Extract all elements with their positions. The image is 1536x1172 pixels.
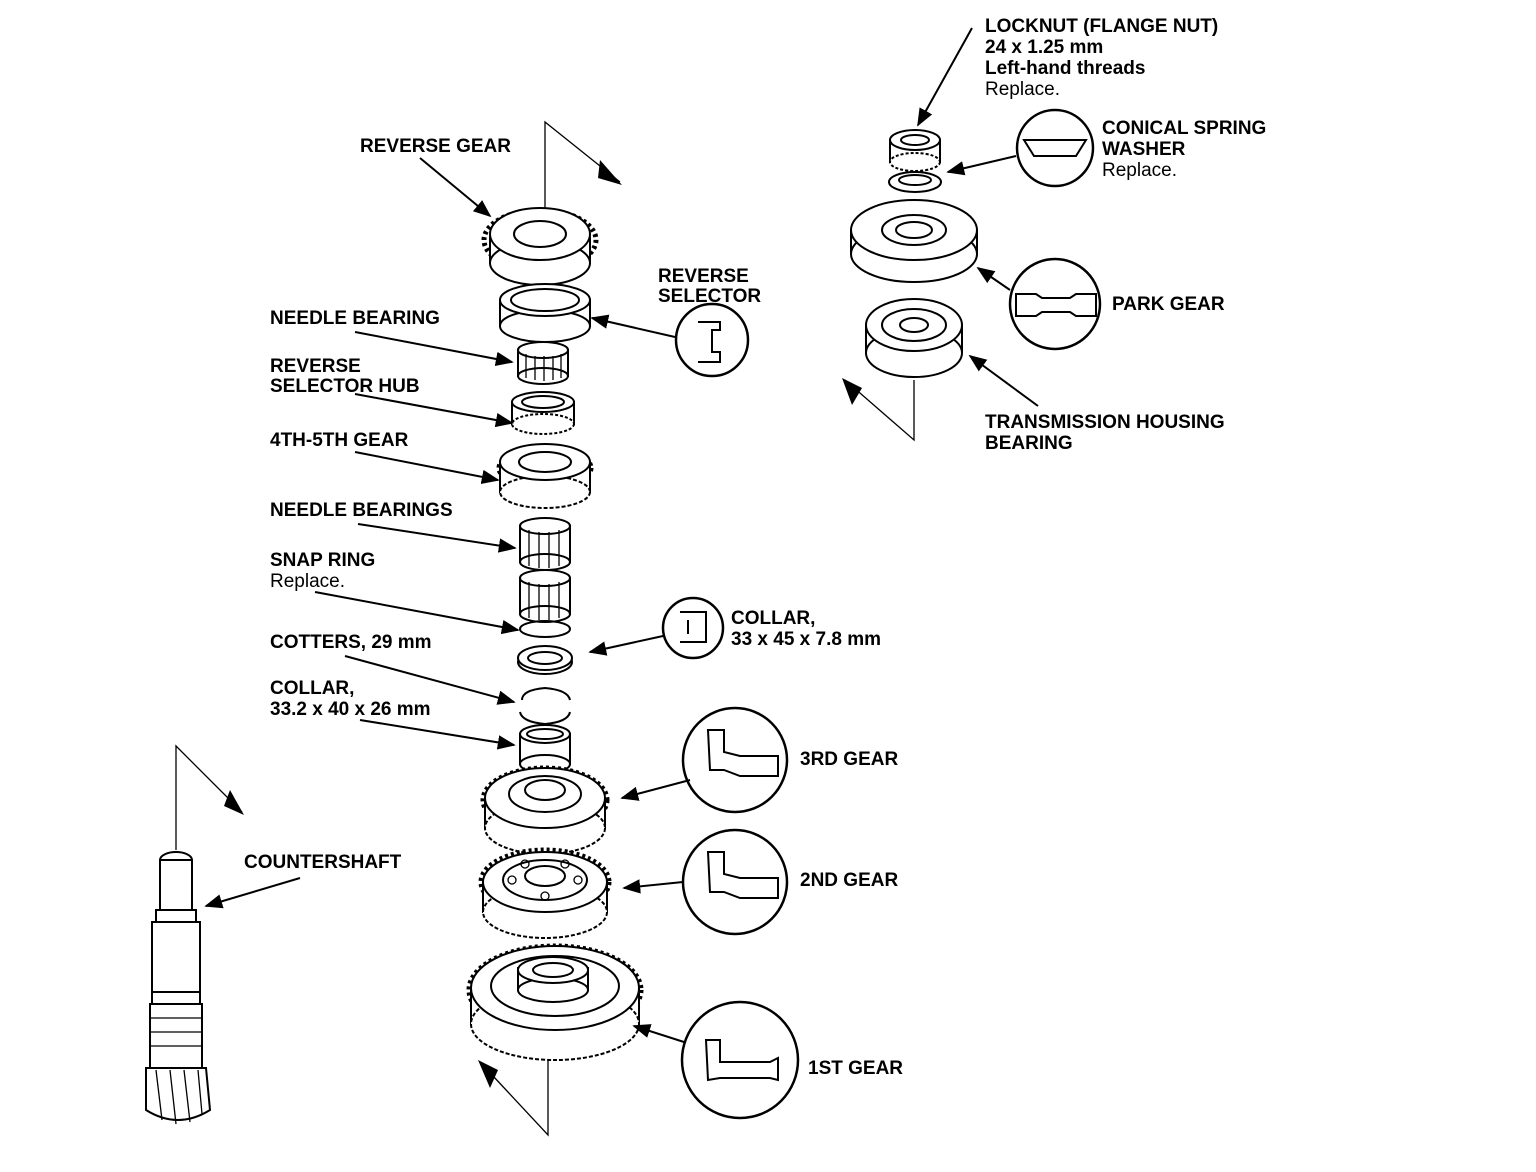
park-gear-label: PARK GEAR (1112, 294, 1225, 315)
conical-spring-washer-replace: Replace. (1102, 160, 1177, 181)
transmission-housing-bearing-label-line1: TRANSMISSION HOUSING (985, 412, 1225, 433)
gear-3rd-part (480, 765, 610, 855)
alignment-lines (175, 120, 915, 1137)
collar-large-label-line2: 33.2 x 40 x 26 mm (270, 699, 431, 720)
conical-spring-washer-part (888, 171, 942, 193)
reverse-selector-hub-label-line1: REVERSE (270, 356, 361, 377)
gear-2nd-detail (681, 828, 789, 936)
reverse-gear-part (481, 207, 599, 286)
gear-3rd-label: 3RD GEAR (800, 749, 898, 770)
gear-2nd-part (478, 847, 612, 939)
gear-1st-part (466, 943, 644, 1061)
conical-spring-washer-label-line1: CONICAL SPRING (1102, 118, 1266, 139)
conical-spring-washer-detail (1015, 108, 1095, 188)
snap-ring-replace: Replace. (270, 571, 345, 592)
needle-bearing-part (517, 341, 569, 385)
gear-3rd-detail (681, 706, 789, 814)
countershaft-label: COUNTERSHAFT (244, 852, 402, 873)
reverse-selector-label-line2: SELECTOR (658, 286, 761, 307)
snap-ring-part (519, 620, 571, 638)
reverse-selector-part (499, 283, 591, 343)
snap-ring-label: SNAP RING (270, 550, 375, 571)
reverse-selector-hub-part (511, 391, 575, 435)
gear-4th-5th-label: 4TH-5TH GEAR (270, 430, 409, 451)
locknut-size: 24 x 1.25 mm (985, 37, 1103, 58)
leader-lines (204, 27, 1039, 1043)
transmission-housing-bearing-part (865, 298, 963, 378)
cotters-label: COTTERS, 29 mm (270, 632, 432, 653)
gear-4th-5th-part (496, 443, 594, 509)
locknut-label: LOCKNUT (FLANGE NUT) (985, 16, 1218, 37)
collar-small-detail (661, 596, 725, 660)
needle-bearings-label: NEEDLE BEARINGS (270, 500, 453, 521)
collar-large-part (519, 724, 571, 774)
collar-large-label-line1: COLLAR, (270, 678, 354, 699)
collar-small-label-line2: 33 x 45 x 7.8 mm (731, 629, 881, 650)
needle-bearing-label: NEEDLE BEARING (270, 308, 440, 329)
needle-bearings-part (519, 517, 571, 623)
reverse-gear-label: REVERSE GEAR (360, 136, 511, 157)
countershaft-part (145, 851, 212, 1125)
reverse-selector-label-line1: REVERSE (658, 266, 749, 287)
park-gear-detail (1008, 257, 1102, 351)
gear-1st-label: 1ST GEAR (808, 1058, 903, 1079)
reverse-selector-detail (674, 302, 750, 378)
gear-1st-detail (680, 1000, 800, 1120)
gear-2nd-label: 2ND GEAR (800, 870, 898, 891)
conical-spring-washer-label-line2: WASHER (1102, 139, 1186, 160)
locknut-part (889, 129, 941, 172)
cotters-part (519, 686, 571, 726)
locknut-replace: Replace. (985, 79, 1060, 100)
transmission-housing-bearing-label-line2: BEARING (985, 433, 1073, 454)
park-gear-part (850, 199, 978, 283)
reverse-selector-hub-label-line2: SELECTOR HUB (270, 376, 420, 397)
locknut-note: Left-hand threads (985, 58, 1145, 79)
collar-small-part (517, 645, 573, 675)
collar-small-label-line1: COLLAR, (731, 608, 815, 629)
